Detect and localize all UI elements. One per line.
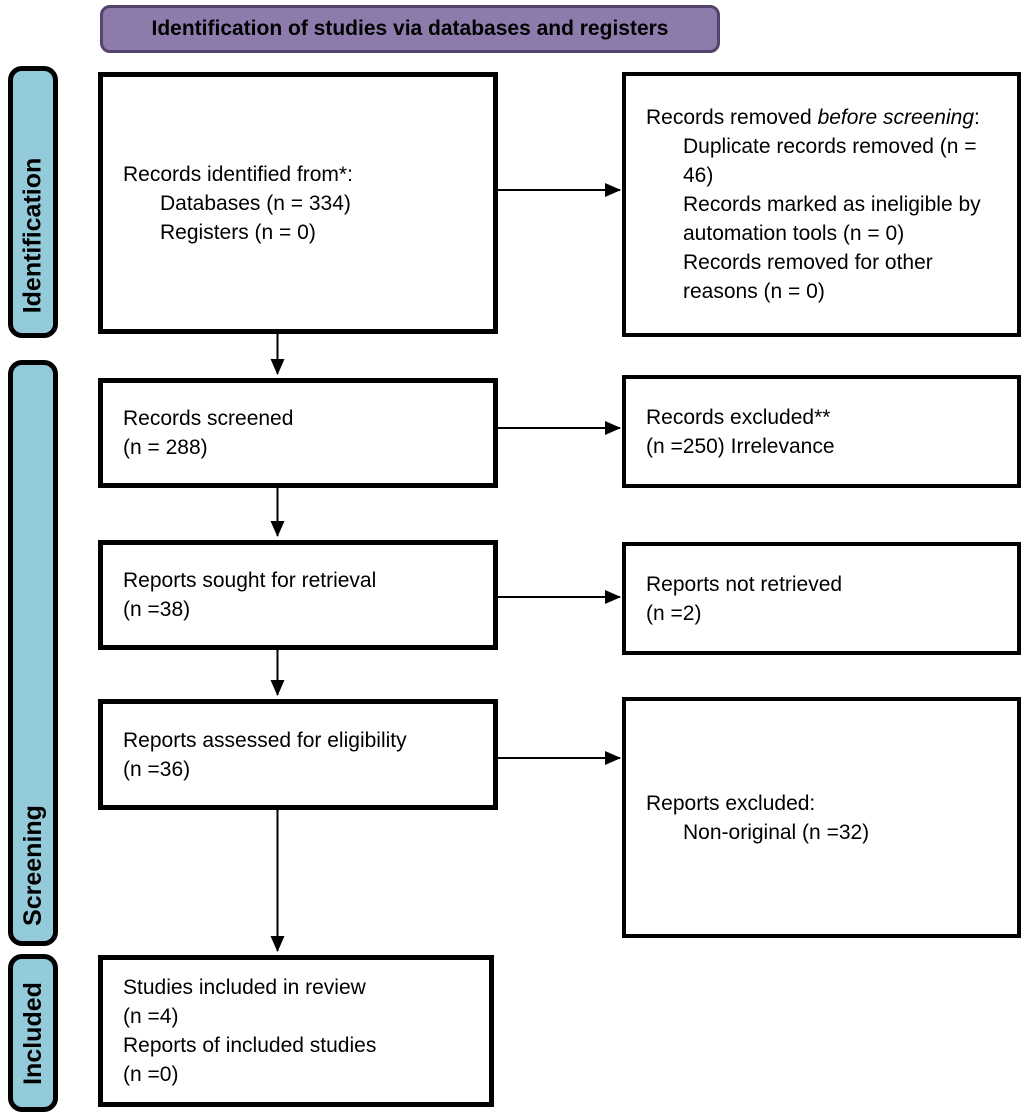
text-segment-italic: before screening [817,106,975,129]
studies-included-label: Studies included in review [123,976,366,999]
box-records-excluded: Records excluded** (n =250) Irrelevance [622,375,1021,488]
records-excluded-count: (n =250) Irrelevance [646,434,835,458]
records-removed-automation: Records marked as ineligible by automati… [683,193,981,245]
records-identified-databases: Databases (n = 334) [160,191,351,215]
box-reports-assessed: Reports assessed for eligibility (n =36) [98,699,498,810]
records-removed-duplicates: Duplicate records removed (n = 46) [683,135,977,187]
box-studies-included: Studies included in review (n =4) Report… [98,955,494,1107]
stage-label-identification: Identification [18,157,47,313]
records-removed-other: Records removed for other reasons (n = 0… [683,251,933,303]
stage-label-included: Included [18,981,47,1085]
reports-excluded-heading: Reports excluded: [646,791,816,815]
text-segment: : [974,106,980,129]
header-title: Identification of studies via databases … [151,17,669,40]
records-identified-heading: Records identified from*: [123,162,353,186]
reports-sought-label: Reports sought for retrieval [123,569,377,592]
reports-not-retrieved-label: Reports not retrieved [646,572,843,596]
records-screened-count: (n = 288) [123,436,208,459]
reports-included-count: (n =0) [123,1063,179,1086]
stage-bar-included: Included [8,954,58,1112]
box-records-identified: Records identified from*: Databases (n =… [98,72,498,334]
stage-bar-identification: Identification [8,66,58,338]
box-reports-not-retrieved: Reports not retrieved (n =2) [622,542,1021,655]
reports-included-label: Reports of included studies [123,1034,377,1057]
stage-bar-screening: Screening [8,360,58,946]
box-reports-sought: Reports sought for retrieval (n =38) [98,540,498,650]
stage-label-screening: Screening [18,804,47,926]
header-banner: Identification of studies via databases … [100,5,720,53]
reports-sought-count: (n =38) [123,598,191,621]
box-records-removed-before-screening: Records removed before screening: Duplic… [622,72,1021,337]
records-removed-heading: Records removed before screening: [646,103,1009,132]
text-segment: Records removed [646,106,818,129]
reports-assessed-label: Reports assessed for eligibility [123,728,407,752]
reports-assessed-count: (n =36) [123,757,191,781]
reports-not-retrieved-count: (n =2) [646,601,702,625]
studies-included-count: (n =4) [123,1005,179,1028]
records-screened-label: Records screened [123,407,294,430]
box-reports-excluded: Reports excluded: Non-original (n =32) [622,697,1021,938]
records-excluded-label: Records excluded** [646,405,831,429]
box-records-screened: Records screened (n = 288) [98,378,498,488]
reports-excluded-non-original: Non-original (n =32) [683,820,870,844]
records-identified-registers: Registers (n = 0) [160,220,316,244]
